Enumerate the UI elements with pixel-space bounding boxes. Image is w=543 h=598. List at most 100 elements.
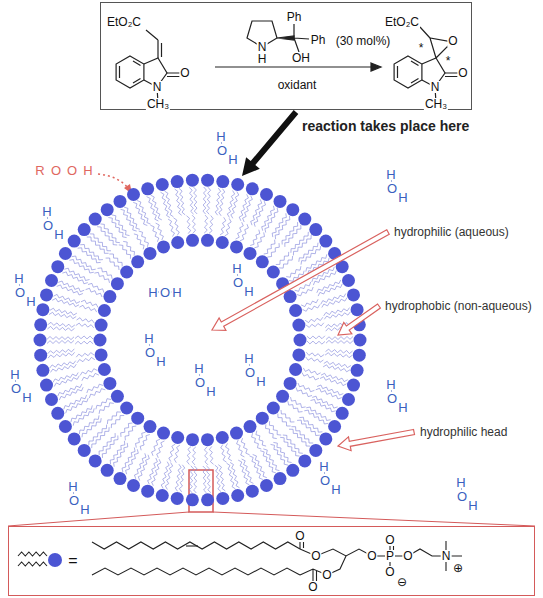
- lipid-tail: [174, 445, 180, 463]
- atom-label: N: [152, 81, 163, 93]
- lipid-tail: [279, 256, 293, 268]
- lipid-tail: [204, 215, 208, 233]
- lipid-tail: [174, 218, 180, 236]
- lipid-head: [101, 464, 114, 477]
- water-atom: H: [385, 168, 396, 181]
- water-atom: H: [79, 503, 90, 516]
- lipid-head: [144, 420, 157, 433]
- lipid-head: [274, 472, 287, 485]
- lipid-tail: [169, 444, 175, 462]
- bonds: [420, 27, 462, 103]
- lipid-head: [171, 492, 184, 505]
- lipid-tail: [307, 336, 325, 339]
- atom-label: Ph: [286, 11, 303, 23]
- charge-sign: ⊕: [452, 562, 464, 574]
- lipid-head: [246, 485, 259, 498]
- water-atom: H: [227, 153, 238, 166]
- lipid-tail: [107, 412, 121, 424]
- lipid-tail: [243, 196, 253, 222]
- lipid-head: [34, 318, 47, 331]
- callout-label: hydrophilic (aqueous): [392, 225, 511, 239]
- lipid-head: [351, 303, 364, 316]
- water-atom: O: [42, 219, 54, 232]
- lipid-tail: [77, 318, 95, 323]
- lipid-tail: [209, 446, 213, 464]
- lipid-tail: [82, 418, 101, 437]
- lipid-tail: [221, 445, 227, 463]
- lipid-head: [171, 236, 184, 249]
- water-atom: H: [143, 332, 154, 345]
- lipid-tail: [269, 421, 281, 435]
- lipid-tail: [262, 206, 275, 231]
- lipid-head: [328, 420, 341, 433]
- lipid-head: [267, 266, 280, 279]
- lipid-head: [171, 175, 184, 188]
- lipid-tail: [236, 222, 244, 239]
- lipid-head: [127, 188, 140, 201]
- lipid-tail: [47, 337, 74, 340]
- water-atom: O: [144, 346, 156, 359]
- water-atom: O: [10, 382, 22, 395]
- atom-label: CH₃: [424, 98, 448, 110]
- lipid-head: [131, 255, 144, 268]
- lipid-tail: [50, 361, 76, 369]
- bonds: [300, 536, 462, 587]
- lipid-tail: [306, 352, 324, 357]
- lipid-tail: [53, 373, 78, 383]
- water-atom: O: [244, 366, 256, 379]
- lipid-head: [319, 235, 332, 248]
- lipid-tail: [48, 352, 75, 358]
- lipid-tail: [322, 298, 347, 308]
- lipid-tail: [304, 410, 328, 424]
- lipid-head: [274, 195, 287, 208]
- lipid-head: [216, 492, 229, 505]
- lipid-head: [186, 433, 199, 446]
- lipid-tail: [77, 357, 95, 362]
- lipid-tail: [75, 336, 93, 339]
- lipid-tail: [303, 305, 320, 312]
- lipid-head: [51, 407, 64, 420]
- diffusion-arrow: [98, 174, 128, 188]
- lipid-tail: [152, 439, 160, 456]
- lipid-tail: [71, 405, 92, 422]
- lipid-head: [131, 412, 144, 425]
- lipid-tail: [50, 308, 77, 315]
- reaction-condition: oxidant: [278, 79, 317, 91]
- lipid-tail: [139, 231, 149, 247]
- lipid-tail: [48, 349, 75, 354]
- water-atom: O: [68, 494, 80, 507]
- lipid-tail: [305, 317, 323, 322]
- water-atom: H: [193, 362, 204, 375]
- callout-arrow: [338, 430, 415, 451]
- stereo-mark: *: [445, 55, 452, 67]
- lipid-tail: [111, 416, 124, 429]
- lipid-tail: [189, 187, 193, 214]
- lipid-tail: [51, 364, 77, 372]
- lipid-tail: [156, 223, 164, 240]
- lipid-head: [98, 363, 111, 376]
- lipid-head: [186, 234, 199, 247]
- lipid-head: [127, 479, 140, 492]
- lipid-head: [347, 379, 360, 392]
- lipid-head: [230, 427, 243, 440]
- lipid-tail: [256, 431, 266, 446]
- peroxide-atom: H: [82, 164, 93, 177]
- lipid-tail: [285, 225, 301, 247]
- lipid-head: [120, 266, 133, 279]
- lipid-head: [298, 454, 311, 467]
- lipid-tail: [82, 373, 99, 380]
- lipid-head: [292, 348, 305, 361]
- lipid-tail: [324, 308, 350, 316]
- atom-label: Ph: [310, 34, 327, 46]
- lipid-tail: [119, 245, 131, 259]
- lipid-tail: [165, 191, 174, 217]
- lipid-head: [141, 182, 154, 195]
- lipid-head: [246, 182, 259, 195]
- lipid-head: [216, 236, 229, 249]
- lipid-head: [45, 393, 58, 406]
- atom-label: O: [402, 550, 413, 562]
- lipid-tail: [123, 241, 134, 255]
- water-atom: H: [243, 285, 254, 298]
- lipid-tail: [76, 353, 94, 358]
- lipid-head: [157, 427, 170, 440]
